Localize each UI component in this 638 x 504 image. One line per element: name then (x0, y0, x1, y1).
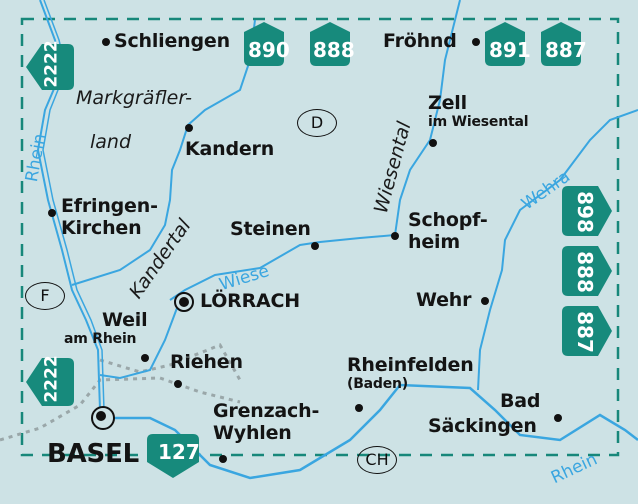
place-label-loerrach[interactable]: LÖRRACH (200, 290, 300, 312)
place-dot-bad-saeckingen (554, 414, 562, 422)
map-shield-127 (147, 434, 199, 478)
place-dot-schopfheim (391, 232, 399, 240)
place-dot-weil (141, 354, 149, 362)
river-wehra (477, 109, 638, 391)
efringen-line1: Efringen- (61, 195, 158, 217)
place-dot-steinen (311, 242, 319, 250)
place-dot-wehr (481, 297, 489, 305)
grenzach-line1: Grenzach- (213, 400, 320, 422)
place-dot-zell (429, 139, 437, 147)
weil-subtitle: am Rhein (64, 331, 137, 347)
shield-label-887-right: 887 (572, 311, 597, 353)
place-label-basel[interactable]: BASEL (47, 439, 139, 469)
place-label-frohnd[interactable]: Fröhnd (383, 30, 457, 52)
map-shield-888-right (562, 246, 612, 296)
map-sheet-frame (20, 17, 620, 457)
place-label-schopfheim[interactable]: Schopf-heim (408, 209, 488, 253)
country-border (99, 343, 242, 381)
place-label-wehr[interactable]: Wehr (416, 289, 472, 311)
map-shield-891 (485, 22, 525, 66)
map-shield-2222-top (26, 44, 74, 90)
zell-name: Zell (428, 92, 467, 114)
place-label-efringen[interactable]: Efringen-Kirchen (61, 195, 158, 239)
place-label-saeckingen[interactable]: Säckingen (428, 415, 537, 437)
place-label-schliengen[interactable]: Schliengen (114, 30, 230, 52)
map-shield-887-right (562, 306, 612, 356)
place-dot-rheinfelden (355, 404, 363, 412)
place-label-kandern[interactable]: Kandern (185, 138, 275, 160)
place-label-bad[interactable]: Bad (500, 390, 541, 412)
place-dot-efringen (48, 209, 56, 217)
schopfheim-line1: Schopf- (408, 209, 488, 231)
shield-label-888-right: 888 (572, 251, 597, 293)
rheinfelden-name: Rheinfelden (347, 354, 474, 376)
region-label-markgraefler: Markgräfler- (76, 87, 192, 109)
schopfheim-line2: heim (408, 231, 460, 253)
map-shield-888-top (310, 22, 350, 66)
region-label-markgraefler-line2: land (90, 131, 132, 153)
city-dot-basel (91, 406, 115, 430)
shield-label-898: 898 (572, 191, 597, 233)
country-badge-france: F (25, 282, 65, 310)
country-badge-germany: D (297, 109, 337, 137)
weil-name: Weil (102, 309, 148, 331)
shield-label-2222-top: 2222 (41, 40, 62, 88)
place-label-rheinfelden[interactable]: Rheinfelden(Baden) (347, 354, 474, 392)
place-dot-kandern (185, 124, 193, 132)
zell-subtitle: im Wiesental (428, 114, 529, 130)
river-wiese-lower (99, 299, 181, 380)
place-label-steinen[interactable]: Steinen (230, 218, 311, 240)
country-badge-switzerland: CH (357, 446, 397, 474)
place-dot-frohnd (472, 38, 480, 46)
place-label-riehen[interactable]: Riehen (170, 351, 243, 373)
map-shield-2222-bottom (26, 358, 74, 406)
map-shield-898 (562, 186, 612, 236)
city-dot-loerrach (174, 292, 194, 312)
rheinfelden-subtitle: (Baden) (347, 376, 408, 392)
shield-label-2222-bottom: 2222 (41, 355, 62, 403)
river-wiese (169, 0, 461, 301)
grenzach-line2: Wyhlen (213, 422, 292, 444)
river-kander (71, 19, 256, 286)
place-dot-riehen (174, 380, 182, 388)
map-shield-887-top (541, 22, 581, 66)
place-dot-schliengen (102, 38, 110, 46)
efringen-line2: Kirchen (61, 217, 142, 239)
place-label-grenzach[interactable]: Grenzach-Wyhlen (213, 400, 319, 444)
map-shield-890 (244, 22, 284, 66)
place-dot-grenzach (219, 455, 227, 463)
